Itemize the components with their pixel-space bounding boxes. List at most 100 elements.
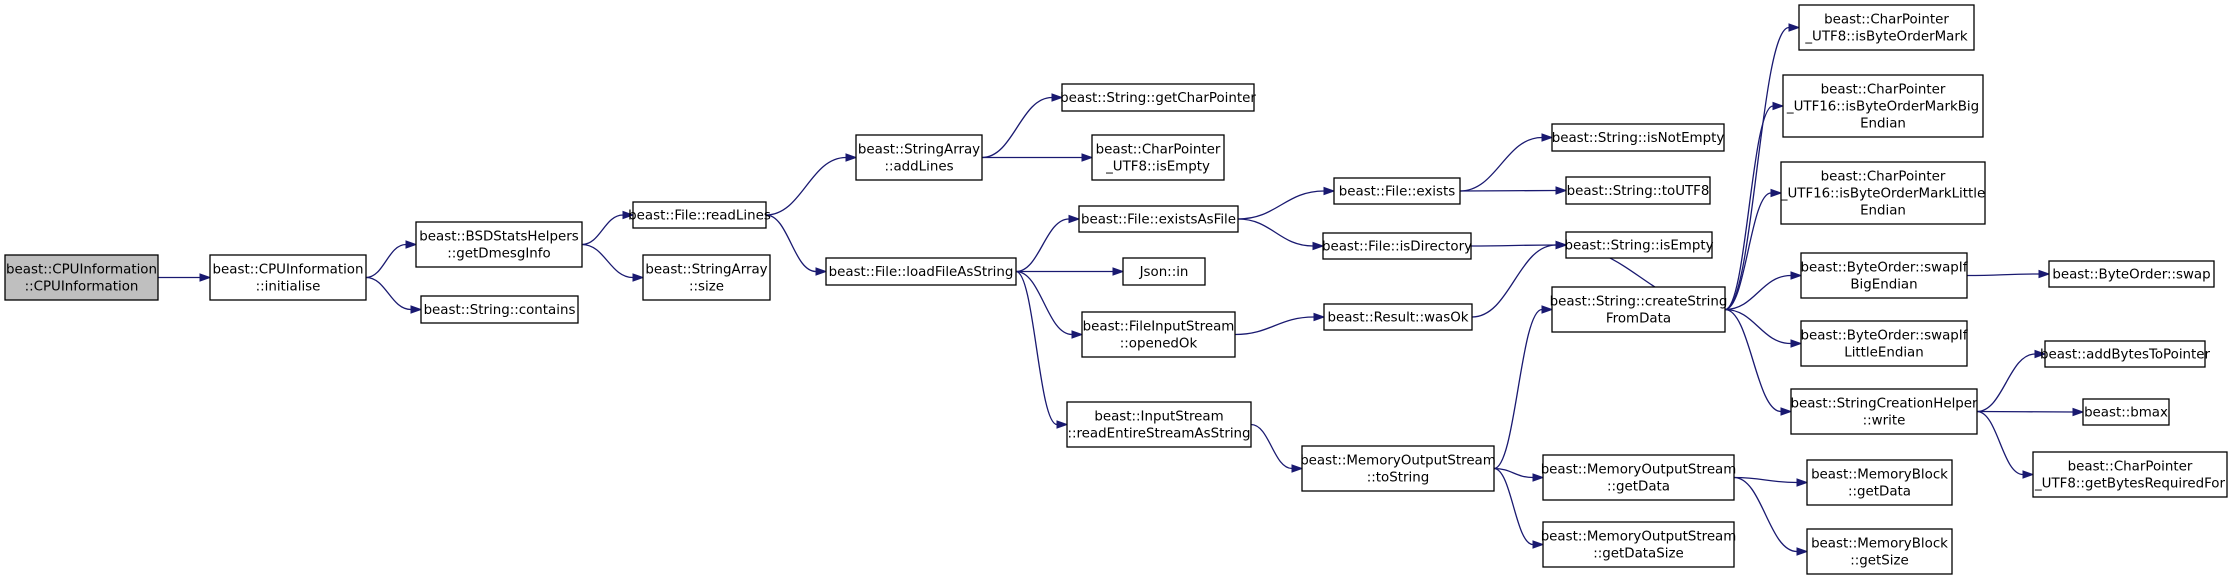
node-box (855, 134, 983, 181)
arrowhead-icon (1532, 473, 1545, 482)
edge-cpuinfo-ctor-to-initialise (158, 273, 212, 282)
node-isDirectory[interactable]: beast::File::isDirectory (1322, 232, 1472, 260)
node-addBytes[interactable]: beast::addBytesToPointer (2040, 340, 2211, 368)
node-loadFileAsString[interactable]: beast::File::loadFileAsString (825, 257, 1017, 286)
node-bmax[interactable]: beast::bmax (2082, 398, 2170, 426)
node-mos-getData[interactable]: beast::MemoryOutputStream::getData (1541, 454, 1737, 501)
node-box (1081, 311, 1236, 358)
node-openedOk[interactable]: beast::FileInputStream::openedOk (1081, 311, 1236, 358)
node-exists[interactable]: beast::File::exists (1333, 177, 1461, 205)
node-label-line: Endian (1860, 204, 1906, 219)
edge-line (1724, 192, 1772, 311)
node-label-line: ::addLines (884, 160, 953, 175)
node-sch-write[interactable]: beast::StringCreationHelper::write (1790, 388, 1978, 435)
node-box (1322, 232, 1472, 260)
node-box (1782, 74, 1984, 138)
node-box (1323, 303, 1473, 331)
node-label-line: _UTF8::isByteOrderMark (1804, 30, 1968, 45)
arrowhead-icon (1796, 547, 1809, 556)
edge-createString-to-bom16big (1724, 101, 1785, 311)
node-contains[interactable]: beast::String::contains (420, 295, 579, 324)
node-box (1800, 252, 1968, 299)
edge-line (765, 214, 817, 273)
node-bom16little[interactable]: beast::CharPointer_UTF16::isByteOrderMar… (1780, 161, 1986, 225)
node-addLines[interactable]: beast::StringArray::addLines (855, 134, 983, 181)
node-box (1122, 257, 1206, 286)
node-label-line: beast::MemoryOutputStream (1541, 463, 1737, 478)
edge-line (1470, 244, 1557, 247)
node-s-isEmpty[interactable]: beast::String::isEmpty (1564, 231, 1714, 259)
node-label-line: _UTF16::isByteOrderMarkBig (1786, 100, 1979, 115)
edge-createString-to-bom8 (1724, 23, 1801, 311)
node-label-line: ::CPUInformation (25, 280, 139, 295)
node-toUTF8[interactable]: beast::String::toUTF8 (1565, 176, 1711, 205)
edge-existsAsFile-to-exists (1237, 186, 1336, 220)
arrowhead-icon (845, 153, 858, 162)
arrowhead-icon (1555, 186, 1568, 195)
edge-line (1976, 410, 2024, 476)
node-label-line: ::write (1863, 414, 1906, 429)
node-label-line: LittleEndian (1844, 346, 1924, 361)
node-box (1798, 4, 1975, 51)
node-cpuinfo-ctor[interactable]: beast::CPUInformation::CPUInformation (4, 254, 159, 301)
arrowhead-icon (1312, 241, 1325, 251)
node-box (1565, 231, 1713, 259)
edge-initialise-to-contains (365, 276, 423, 314)
node-json-in[interactable]: Json::in (1122, 257, 1206, 286)
arrowhead-icon (1541, 305, 1554, 314)
edge-line (1015, 270, 1073, 336)
node-box (1333, 177, 1461, 205)
arrowhead-icon (199, 273, 212, 282)
node-mb-getData[interactable]: beast::MemoryBlock::getData (1806, 459, 1953, 506)
node-mb-getSize[interactable]: beast::MemoryBlock::getSize (1806, 528, 1953, 575)
node-label-line: beast::CPUInformation (213, 263, 364, 278)
arrowhead-icon (1081, 153, 1094, 162)
arrowhead-icon (2022, 470, 2035, 479)
node-label-line: beast::StringArray (645, 263, 767, 278)
node-getBytesReq[interactable]: beast::CharPointer_UTF8::getBytesRequire… (2032, 451, 2228, 498)
node-box (1091, 134, 1225, 181)
edge-line (1459, 136, 1543, 192)
node-label-line: beast::CharPointer (1824, 13, 1949, 28)
edge-line (1015, 270, 1058, 426)
node-label-line: beast::File::existsAsFile (1081, 213, 1236, 228)
node-cp8-isEmpty[interactable]: beast::CharPointer_UTF8::isEmpty (1091, 134, 1225, 181)
edge-getDmesgInfo-to-sa-size (581, 243, 645, 282)
node-mos-toString[interactable]: beast::MemoryOutputStream::toString (1300, 445, 1496, 492)
node-bom8[interactable]: beast::CharPointer_UTF8::isByteOrderMark (1798, 4, 1975, 51)
node-readEntire[interactable]: beast::InputStream::readEntireStreamAsSt… (1066, 401, 1252, 448)
edge-openedOk-to-wasOk (1234, 312, 1326, 336)
node-label-line: beast::File::readLines (628, 209, 771, 224)
arrowhead-icon (2072, 407, 2085, 417)
node-box (4, 254, 159, 301)
node-getCharPointer[interactable]: beast::String::getCharPointer (1060, 83, 1256, 112)
node-label-line: ::readEntireStreamAsString (1067, 427, 1250, 442)
node-label-line: beast::CharPointer (1821, 170, 1946, 185)
node-bo-swap[interactable]: beast::ByteOrder::swap (2048, 260, 2215, 288)
arrowhead-icon (1071, 330, 1084, 339)
node-box (415, 221, 583, 268)
node-label-line: ::toString (1367, 471, 1429, 486)
edge-readEntire-to-mos-toString (1250, 423, 1304, 473)
node-mos-getDataSize[interactable]: beast::MemoryOutputStream::getDataSize (1541, 521, 1737, 568)
node-label-line: beast::StringCreationHelper (1790, 397, 1978, 412)
node-sa-size[interactable]: beast::StringArray::size (642, 254, 771, 301)
node-wasOk[interactable]: beast::Result::wasOk (1323, 303, 1473, 331)
node-existsAsFile[interactable]: beast::File::existsAsFile (1078, 205, 1239, 233)
node-getDmesgInfo[interactable]: beast::BSDStatsHelpers::getDmesgInfo (415, 221, 583, 268)
node-readLines[interactable]: beast::File::readLines (628, 201, 771, 229)
node-label-line: _UTF8::getBytesRequiredFor (2034, 477, 2225, 492)
node-box (1806, 528, 1953, 575)
node-initialise[interactable]: beast::CPUInformation::initialise (209, 254, 367, 301)
edge-line (1237, 218, 1314, 247)
node-bom16big[interactable]: beast::CharPointer_UTF16::isByteOrderMar… (1782, 74, 1984, 138)
node-label-line: Json::in (1139, 265, 1189, 280)
node-isNotEmpty[interactable]: beast::String::isNotEmpty (1551, 123, 1725, 152)
edge-createString-to-sch-write (1724, 308, 1793, 416)
node-box (1551, 286, 1726, 333)
node-label-line: _UTF16::isByteOrderMarkLittle (1780, 187, 1985, 202)
